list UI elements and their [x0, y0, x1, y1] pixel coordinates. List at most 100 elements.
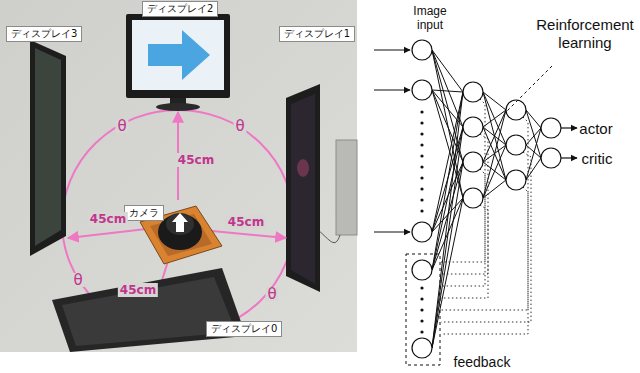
ellipsis-dot: [420, 165, 423, 168]
weight-line: [483, 92, 506, 180]
neuron: [412, 338, 432, 358]
ellipsis-dot: [420, 297, 423, 300]
label-text: ディスプレイ0: [211, 323, 277, 334]
feedback-line: [441, 169, 485, 286]
neuron: [463, 152, 483, 172]
neuron: [412, 222, 432, 242]
monitor: [126, 14, 230, 98]
ellipsis-dot: [420, 198, 423, 201]
dimension-label: 45cm: [176, 153, 216, 167]
neuron: [463, 117, 483, 137]
screen: [35, 48, 61, 246]
output-arrow: [561, 157, 577, 158]
floor: [0, 0, 357, 352]
display-label: ディスプレイ0: [206, 321, 282, 337]
feedback-box: [406, 254, 440, 365]
neuron: [412, 80, 432, 100]
screen: [132, 20, 224, 90]
label-text: ディスプレイ2: [147, 3, 213, 14]
weight-line: [483, 180, 506, 198]
dimension-label: 45cm: [118, 283, 158, 297]
output-label: actor: [579, 120, 612, 137]
screen: [291, 94, 315, 284]
input-arrow: [374, 49, 410, 50]
camera: [158, 214, 202, 250]
output-arrow: [561, 127, 577, 128]
neuron: [506, 135, 526, 155]
pointer-line: [506, 66, 552, 112]
angle-label: θ: [115, 119, 128, 133]
weight-line: [483, 145, 506, 198]
weight-line: [432, 90, 463, 92]
angle-label: θ: [265, 287, 278, 301]
computer: [336, 140, 357, 235]
neural-network: [374, 40, 577, 365]
neuron: [463, 82, 483, 102]
angle-label: θ: [233, 119, 246, 133]
display-label: カメラ: [124, 205, 164, 221]
feedback-line: [441, 117, 528, 310]
display-label: ディスプレイ2: [142, 1, 218, 17]
feedback-line: [441, 152, 531, 322]
dot-stimulus: [297, 159, 309, 177]
ellipsis-dot: [420, 132, 423, 135]
ellipsis-dot: [420, 319, 423, 322]
weight-line: [432, 50, 463, 127]
ellipsis-dot: [420, 154, 423, 157]
neuron: [541, 148, 561, 168]
neuron: [463, 188, 483, 208]
weight-line: [432, 92, 463, 270]
weight-line: [432, 198, 463, 348]
neuron: [506, 170, 526, 190]
weight-line: [432, 162, 463, 348]
monitor: [52, 268, 246, 352]
cable: [318, 230, 340, 243]
ellipsis-dot: [420, 110, 423, 113]
input-label: Image input: [406, 4, 454, 32]
weight-line: [432, 90, 463, 162]
neuron: [412, 260, 432, 280]
feedback-line: [441, 205, 488, 298]
ellipsis-dot: [420, 121, 423, 124]
neuron: [506, 100, 526, 120]
weight-line: [526, 110, 541, 128]
direction-arrow: [172, 213, 188, 232]
ellipsis-dot: [420, 308, 423, 311]
dimension-label: 45cm: [88, 212, 128, 226]
weight-line: [432, 127, 463, 348]
dimension-label: 45cm: [226, 215, 266, 229]
ellipsis-dot: [420, 176, 423, 179]
label-text: ディスプレイ1: [284, 28, 350, 39]
camera: [166, 213, 194, 235]
ellipsis-dot: [420, 286, 423, 289]
input-arrow: [374, 231, 410, 232]
annotation: Reinforcement learning: [533, 16, 637, 52]
label-text: カメラ: [129, 207, 159, 218]
weight-line: [483, 110, 506, 198]
ellipsis-dot: [420, 209, 423, 212]
label-text: ディスプレイ3: [11, 28, 77, 39]
feedback-line: [441, 134, 488, 274]
display-label: ディスプレイ3: [6, 26, 82, 42]
neuron: [412, 40, 432, 60]
display-label: ディスプレイ1: [279, 26, 355, 42]
angle-label: θ: [71, 273, 84, 287]
arrow-stimulus: [148, 30, 210, 80]
monitor: [286, 84, 320, 292]
output-label: critic: [582, 150, 613, 167]
input-arrow: [374, 89, 410, 90]
ellipsis-dot: [420, 187, 423, 190]
distance-arrow: [68, 228, 155, 238]
weight-line: [526, 158, 541, 180]
ellipsis-dot: [420, 143, 423, 146]
neuron: [541, 118, 561, 138]
feedback-line: [441, 99, 485, 262]
feedback-label: feedback: [454, 354, 511, 370]
weight-line: [432, 127, 463, 270]
weight-line: [432, 50, 463, 198]
feedback-line: [441, 187, 528, 334]
ellipsis-dot: [420, 330, 423, 333]
